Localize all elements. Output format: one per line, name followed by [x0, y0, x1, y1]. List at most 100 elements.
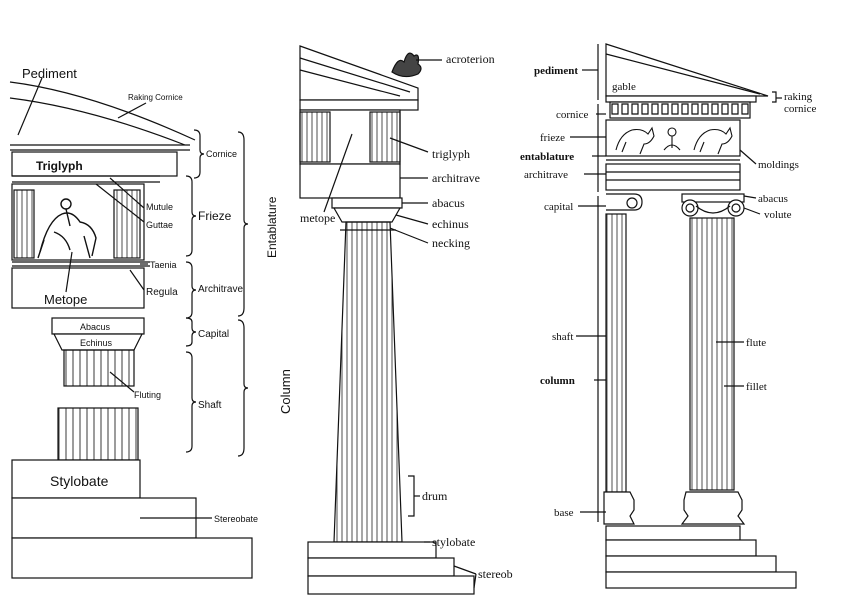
raking-cornice-line — [9, 81, 196, 141]
shaft-bottom — [57, 407, 139, 461]
left-ionic-base — [603, 491, 635, 525]
label-abacus: Abacus — [80, 322, 111, 332]
label-architrave: Architrave — [198, 284, 243, 295]
pediment-pointer — [17, 77, 43, 136]
architrave-brace — [185, 261, 197, 319]
shaft-brace — [185, 351, 197, 453]
regula-pointer — [129, 269, 145, 291]
label-taenia: Taenia — [150, 260, 177, 270]
label-base: base — [554, 507, 574, 519]
label-column: Column — [278, 369, 293, 414]
label-cornice-right: cornice — [556, 109, 588, 121]
middle-triglyph-left — [299, 111, 331, 163]
middle-triglyph-right — [369, 111, 401, 163]
metope-pointer — [65, 251, 73, 293]
guttae-pointer — [95, 183, 145, 223]
label-architrave-mid: architrave — [432, 171, 480, 185]
label-column-right: column — [540, 375, 575, 387]
label-necking-mid: necking — [432, 236, 470, 250]
label-triglyph-mid: triglyph — [432, 147, 470, 161]
label-raking-2: cornice — [784, 103, 816, 115]
label-pediment: Pediment — [22, 66, 77, 81]
right-architrave — [605, 163, 741, 191]
label-capital: Capital — [198, 329, 229, 340]
label-guttae: Guttae — [146, 220, 173, 230]
label-capital-right: capital — [544, 201, 573, 213]
label-cornice: Cornice — [206, 149, 237, 159]
label-metope-mid: metope — [300, 211, 335, 225]
label-mutule: Mutule — [146, 202, 173, 212]
middle-stereobate-1 — [307, 557, 455, 577]
label-acroterion: acroterion — [446, 52, 495, 66]
stereobate-step-2 — [11, 537, 253, 579]
right-ionic-base — [680, 491, 746, 525]
label-regula: Regula — [146, 287, 178, 298]
middle-shaft — [333, 221, 403, 543]
mutule-pointer — [109, 177, 145, 209]
label-echinus-mid: echinus — [432, 217, 469, 231]
left-ionic-shaft — [605, 213, 627, 493]
label-gable: gable — [612, 81, 636, 93]
label-shaft: Shaft — [198, 400, 222, 411]
middle-doric-diagram — [299, 45, 477, 595]
left-triglyph — [13, 189, 35, 259]
entablature-brace — [237, 131, 249, 317]
triglyph-band — [11, 151, 178, 177]
label-entablature-right: entablature — [520, 151, 574, 163]
left-doric-diagram — [9, 77, 253, 579]
label-architrave-right: architrave — [524, 169, 568, 181]
volute-right — [727, 199, 745, 217]
label-stylobate-mid: stylobate — [432, 535, 475, 549]
frieze-brace — [185, 175, 197, 257]
label-volute: volute — [764, 209, 792, 221]
label-shaft-right: shaft — [552, 331, 573, 343]
cornice-brace — [193, 129, 205, 179]
middle-echinus — [332, 207, 402, 223]
middle-architrave — [299, 163, 401, 199]
label-drum-mid: drum — [422, 489, 448, 503]
label-stylobate: Stylobate — [50, 473, 109, 489]
capital-brace — [185, 317, 197, 347]
middle-stylobate — [307, 541, 437, 559]
label-raking-cornice: Raking Cornice — [128, 93, 183, 102]
fluting-pointer — [109, 371, 135, 393]
right-ionic-diagram — [570, 43, 797, 589]
label-abacus-mid: abacus — [432, 196, 465, 210]
label-stereobate: Stereobate — [214, 514, 258, 524]
stylobate-block — [11, 459, 141, 499]
label-metope: Metope — [44, 292, 87, 307]
label-moldings: moldings — [758, 159, 799, 171]
middle-stereobate-2 — [307, 575, 475, 595]
right-labels: pediment gable raking cornice cornice fr… — [520, 65, 816, 519]
label-abacus-right: abacus — [758, 193, 788, 205]
acroterion-ornament — [391, 52, 422, 78]
label-fillet: fillet — [746, 381, 767, 393]
label-echinus: Echinus — [80, 338, 113, 348]
raking-cornice-pointer — [117, 102, 147, 119]
label-raking-1: raking — [784, 91, 813, 103]
right-ionic-shaft — [689, 217, 735, 491]
label-triglyph: Triglyph — [36, 159, 83, 173]
volute-left — [681, 199, 699, 217]
label-frieze: Frieze — [198, 209, 232, 223]
right-triglyph — [113, 189, 141, 259]
right-ionic-abacus — [681, 193, 745, 203]
metope-sculpture-image — [37, 198, 97, 259]
middle-abacus — [331, 197, 403, 209]
label-flute: flute — [746, 337, 766, 349]
right-cornice — [609, 101, 751, 119]
right-frieze — [605, 119, 741, 157]
label-fluting: Fluting — [134, 390, 161, 400]
left-labels: Pediment Raking Cornice Triglyph Cornice… — [22, 66, 293, 524]
middle-labels: acroterion triglyph metope architrave ab… — [300, 52, 513, 581]
shaft-top — [63, 349, 135, 387]
label-entablature: Entablature — [265, 196, 279, 258]
label-frieze-right: frieze — [540, 132, 565, 144]
column-brace — [237, 319, 249, 457]
architrave-block — [11, 267, 145, 309]
frieze-figures-image — [615, 126, 733, 155]
label-pediment-right: pediment — [534, 65, 578, 77]
label-stereobate-mid: stereob — [478, 567, 513, 581]
